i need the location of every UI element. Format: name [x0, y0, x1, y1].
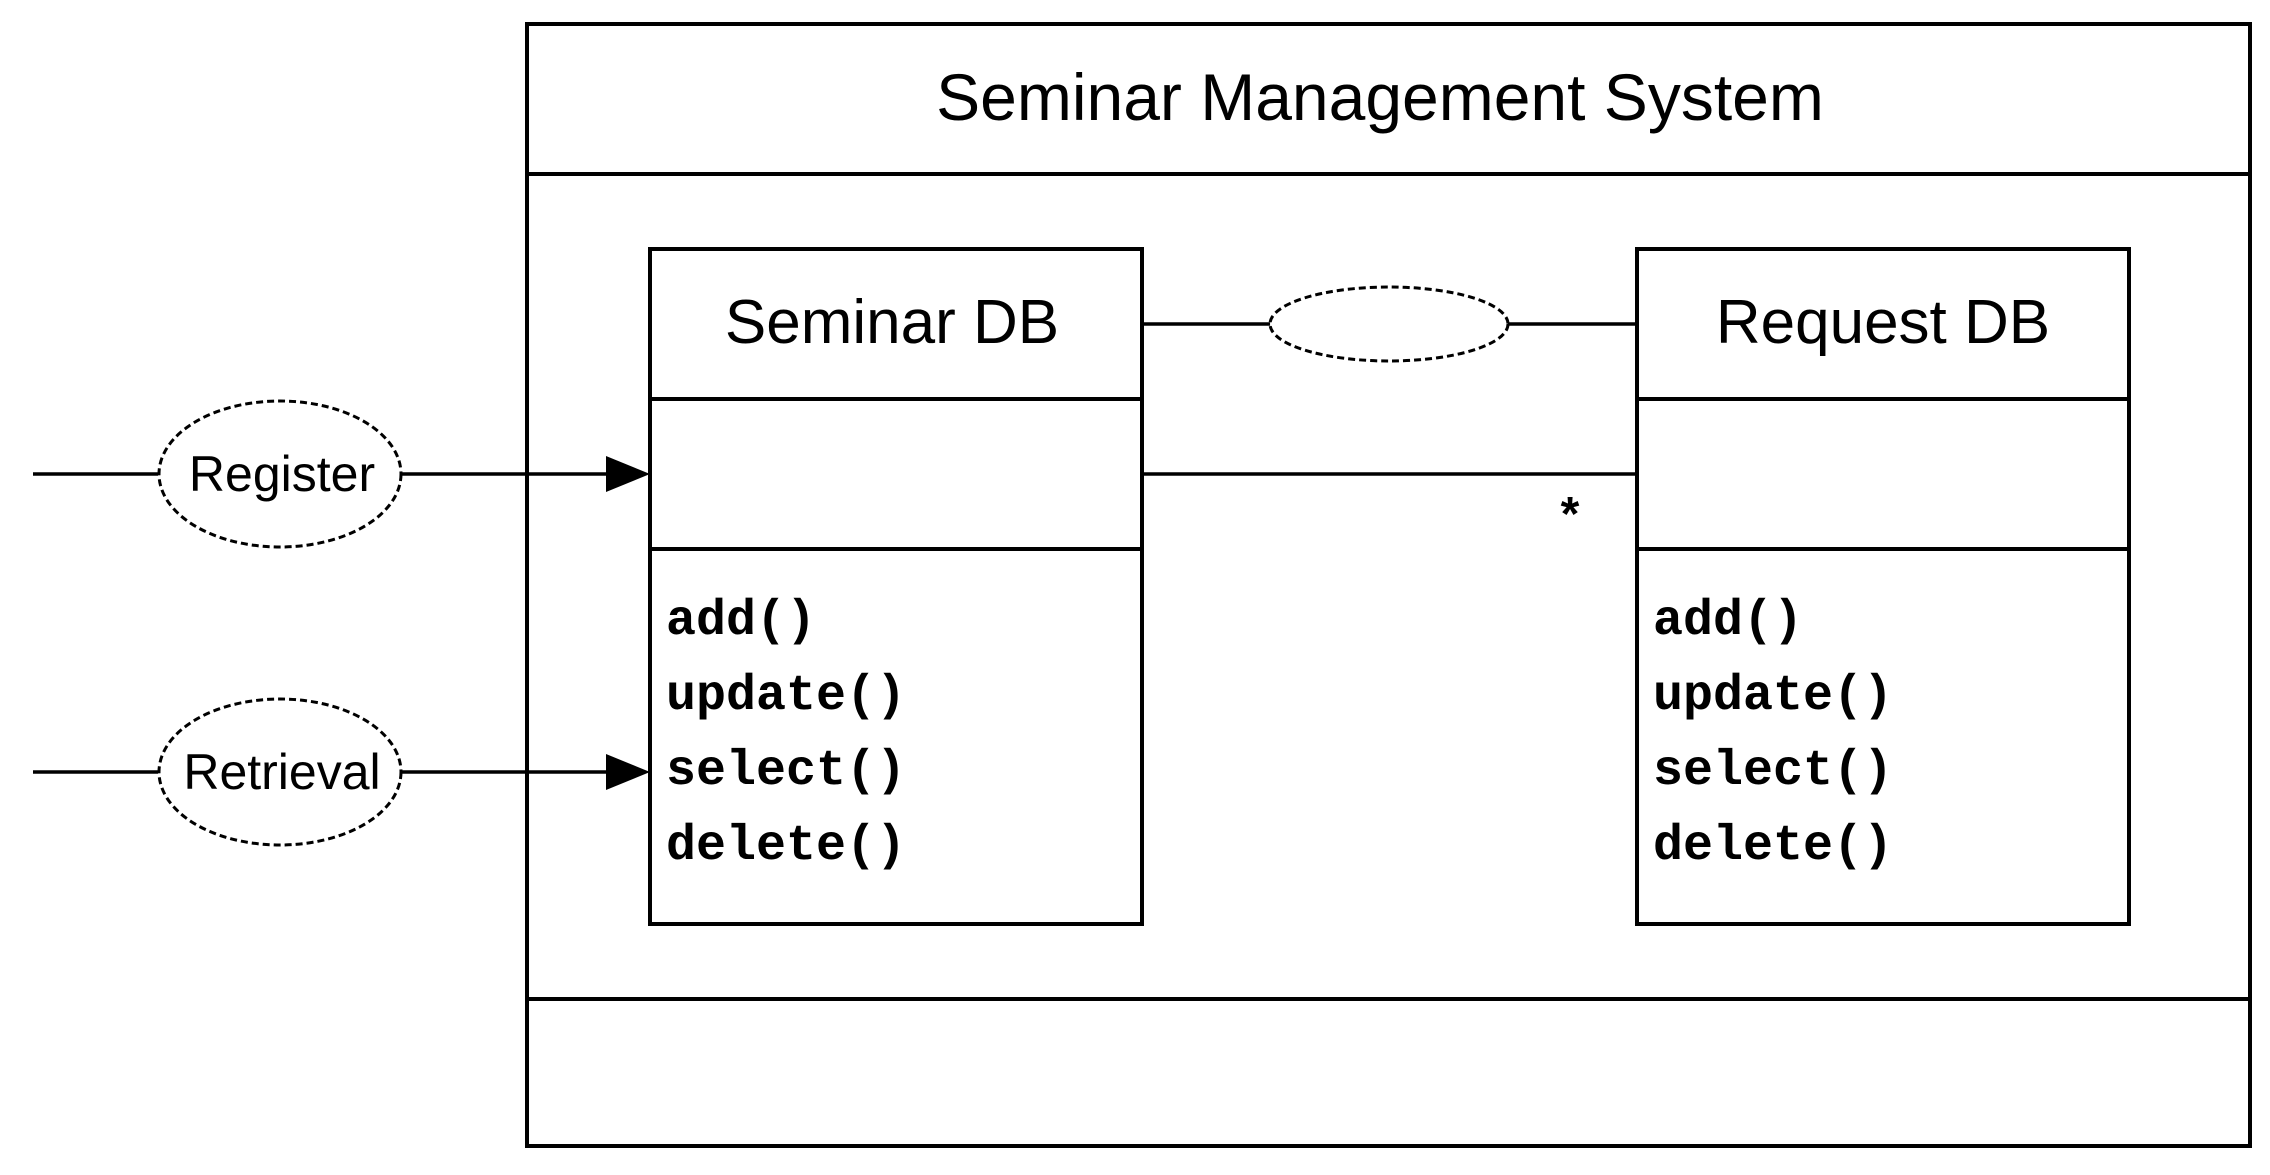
seminar-db-method: update() — [666, 668, 906, 725]
multiplicity-label: * — [1556, 493, 1585, 547]
retrieval-ellipse[interactable] — [157, 697, 403, 847]
seminar-db-method: add() — [666, 593, 816, 650]
request-db-method: update() — [1653, 668, 1893, 725]
system-title: Seminar Management System — [936, 60, 1824, 134]
system-frame — [525, 22, 2252, 1148]
system-boundary: Seminar Management System — [525, 22, 2252, 1148]
association-ellipse[interactable] — [1268, 285, 1510, 363]
request-db-method: delete() — [1653, 818, 1893, 875]
class-seminar-db[interactable]: Seminar DB add() update() select() delet… — [648, 247, 1144, 926]
request-db-frame — [1635, 247, 2131, 926]
retrieval-arrowhead — [606, 754, 650, 790]
register-label: Register — [189, 446, 375, 502]
seminar-db-frame — [648, 247, 1144, 926]
request-db-method: select() — [1653, 743, 1893, 800]
seminar-db-name: Seminar DB — [725, 288, 1059, 357]
seminar-db-method: select() — [666, 743, 906, 800]
use-case-register: Register — [33, 399, 650, 549]
register-ellipse[interactable] — [157, 399, 403, 549]
request-db-name: Request DB — [1716, 288, 2050, 357]
request-db-method: add() — [1653, 593, 1803, 650]
association-upper — [1142, 285, 1637, 363]
use-case-retrieval: Retrieval — [33, 697, 650, 847]
class-request-db[interactable]: Request DB add() update() select() delet… — [1635, 247, 2131, 926]
association-lower: * — [1142, 472, 1637, 547]
retrieval-label: Retrieval — [183, 744, 380, 800]
register-arrowhead — [606, 456, 650, 492]
seminar-db-method: delete() — [666, 818, 906, 875]
